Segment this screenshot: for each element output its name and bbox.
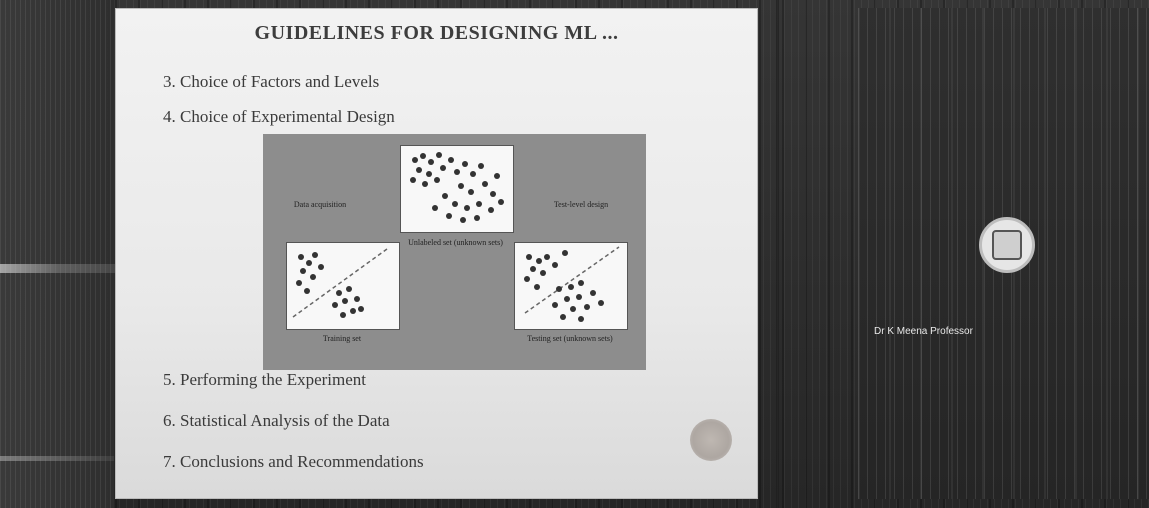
figure-label-test-design: Test-level design: [553, 200, 609, 209]
institution-logo-icon: [690, 419, 732, 461]
left-strip-glare: [0, 264, 118, 273]
scatter-panel-training: [286, 242, 400, 330]
scatter-plot-unlabeled: [410, 152, 504, 223]
slide-title: GUIDELINES FOR DESIGNING ML ...: [254, 22, 619, 44]
left-strip-glare-lower: [0, 456, 114, 461]
scatter-panel-unlabeled: [400, 145, 514, 233]
bullet-performing-experiment: 5. Performing the Experiment: [163, 370, 367, 389]
panel-divider: [776, 0, 779, 508]
bullet-experimental-design: 4. Choice of Experimental Design: [163, 107, 395, 126]
figure-label-unlabeled: Unlabeled set (unknown sets): [408, 238, 503, 247]
scatter-plot-testing: [524, 246, 620, 322]
bullet-statistical-analysis: 6. Statistical Analysis of the Data: [163, 411, 390, 430]
presenter-avatar: [979, 217, 1035, 273]
left-video-strip: [0, 0, 114, 508]
bullet-factors-levels: 3. Choice of Factors and Levels: [163, 72, 380, 91]
figure-label-testing: Testing set (unknown sets): [527, 334, 613, 343]
figure-label-data-acquisition: Data acquisition: [293, 200, 347, 209]
bullet-conclusions: 7. Conclusions and Recommendations: [163, 452, 424, 471]
presenter-name-label: Dr K Meena Professor: [874, 326, 973, 337]
figure-label-training: Training set: [322, 334, 362, 343]
crest-icon: [992, 230, 1022, 260]
presenter-video-tile[interactable]: Dr K Meena Professor: [858, 8, 1149, 499]
scatter-panel-testing: [514, 242, 628, 330]
shared-slide: GUIDELINES FOR DESIGNING ML ... 3. Choic…: [115, 8, 758, 499]
experimental-design-figure: Data acquisition Test-level design: [263, 134, 646, 370]
scatter-plot-training: [292, 248, 388, 318]
